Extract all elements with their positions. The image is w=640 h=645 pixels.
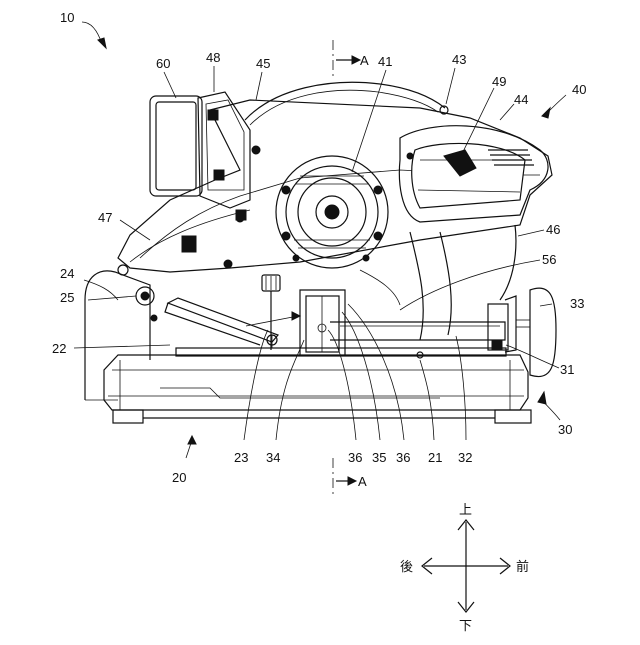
label-30: 30: [558, 422, 572, 437]
label-45: 45: [256, 56, 270, 71]
direction-rear-label: 後: [400, 560, 413, 575]
label-36a: 36: [348, 450, 362, 465]
label-32: 32: [458, 450, 472, 465]
section-mark-bottom-label: A: [358, 474, 367, 489]
label-35: 35: [372, 450, 386, 465]
rear-support: [85, 265, 154, 400]
vise-assembly: [165, 275, 556, 377]
label-25: 25: [60, 290, 74, 305]
section-mark-bottom: A: [336, 474, 367, 489]
label-36b: 36: [396, 450, 410, 465]
label-44: 44: [514, 92, 528, 107]
label-22: 22: [52, 341, 66, 356]
label-43: 43: [452, 52, 466, 67]
label-21: 21: [428, 450, 442, 465]
label-60: 60: [156, 56, 170, 71]
direction-front-label: 前: [516, 559, 529, 575]
label-56: 56: [542, 252, 556, 267]
reference-numerals: 10 60 48 45 41 43 40 49 44 47 46 56 24 2…: [52, 10, 586, 485]
label-48: 48: [206, 50, 220, 65]
label-46: 46: [546, 222, 560, 237]
label-49: 49: [492, 74, 506, 89]
label-20: 20: [172, 470, 186, 485]
label-10: 10: [60, 10, 74, 25]
label-41: 41: [378, 54, 392, 69]
cutting-unit: [118, 40, 552, 496]
base: [104, 355, 531, 423]
label-33: 33: [570, 296, 584, 311]
label-23: 23: [234, 450, 248, 465]
direction-up-label: 上: [459, 503, 472, 518]
section-mark-top-label: A: [360, 53, 369, 68]
label-47: 47: [98, 210, 112, 225]
section-mark-top: A: [336, 53, 369, 68]
label-40: 40: [572, 82, 586, 97]
direction-compass: 上 下 後 前: [400, 503, 529, 634]
label-34: 34: [266, 450, 280, 465]
direction-down-label: 下: [459, 619, 472, 634]
label-31: 31: [560, 362, 574, 377]
label-24: 24: [60, 266, 74, 281]
